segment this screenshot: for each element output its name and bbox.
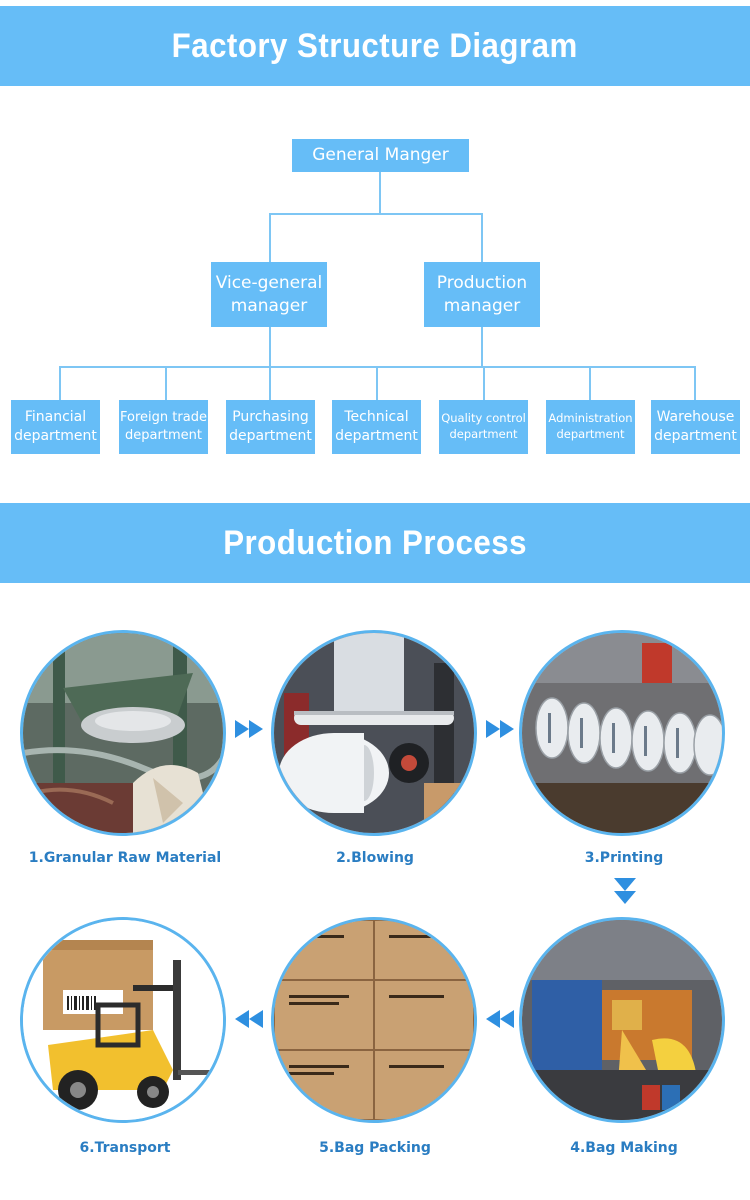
org-vice-general-manager: Vice-general manager [211, 262, 327, 327]
org-dept-purchasing: Purchasing department [226, 400, 315, 454]
step5-image [271, 917, 477, 1123]
org-dept-foreign-trade: Foreign trade department [119, 400, 208, 454]
dept-foreign-trade-line2: department [125, 428, 202, 443]
dept-administration-line1: Administration [548, 411, 633, 426]
dept-technical-line2: department [335, 428, 418, 444]
step6-label: 6.Transport [79, 1140, 171, 1156]
dept-technical-line1: Technical [344, 409, 409, 426]
org-production-line1: Production [436, 272, 528, 293]
org-dept-administration: Administration department [546, 400, 635, 454]
step6-image [20, 917, 226, 1123]
dept-quality-line1: Quality control [441, 411, 526, 426]
arrow-step2-to-step3-icon [486, 720, 514, 738]
process-title: Production Process [223, 523, 527, 562]
dept-warehouse-line2: department [654, 428, 737, 444]
step5-label: 5.Bag Packing [319, 1140, 431, 1156]
process-banner: Production Process [0, 503, 750, 583]
dept-warehouse-line1: Warehouse [656, 409, 735, 426]
dept-purchasing-line2: department [229, 428, 312, 444]
arrow-step1-to-step2-icon [235, 720, 263, 738]
org-general-manager: General Manger [292, 139, 469, 172]
dept-financial-line1: Financial [24, 409, 87, 426]
step2-label: 2.Blowing [336, 850, 414, 866]
dept-purchasing-line1: Purchasing [232, 409, 309, 426]
step3-image [519, 630, 725, 836]
step1-label: 1.Granular Raw Material [28, 850, 222, 866]
dept-administration-line2: department [556, 427, 625, 441]
structure-banner: Factory Structure Diagram [0, 6, 750, 86]
org-production-manager: Production manager [424, 262, 540, 327]
arrow-step3-to-step4-icon [614, 878, 636, 904]
org-production-line2: manager [443, 295, 521, 316]
step3-label: 3.Printing [584, 850, 664, 866]
dept-foreign-trade-line1: Foreign trade [120, 410, 207, 426]
org-vice-line2: manager [230, 295, 308, 316]
org-general-manager-label: General Manger [312, 145, 449, 166]
arrow-step4-to-step5-icon [486, 1010, 514, 1028]
org-vice-line1: Vice-general [215, 272, 323, 293]
org-dept-warehouse: Warehouse department [651, 400, 740, 454]
org-dept-technical: Technical department [332, 400, 421, 454]
step2-image [271, 630, 477, 836]
org-dept-financial: Financial department [11, 400, 100, 454]
step4-label: 4.Bag Making [570, 1140, 678, 1156]
structure-title: Factory Structure Diagram [171, 26, 579, 65]
dept-financial-line2: department [14, 428, 97, 444]
arrow-step5-to-step6-icon [235, 1010, 263, 1028]
step1-image [20, 630, 226, 836]
org-dept-quality-control: Quality control department [439, 400, 528, 454]
dept-quality-line2: department [449, 427, 518, 441]
step4-image [519, 917, 725, 1123]
